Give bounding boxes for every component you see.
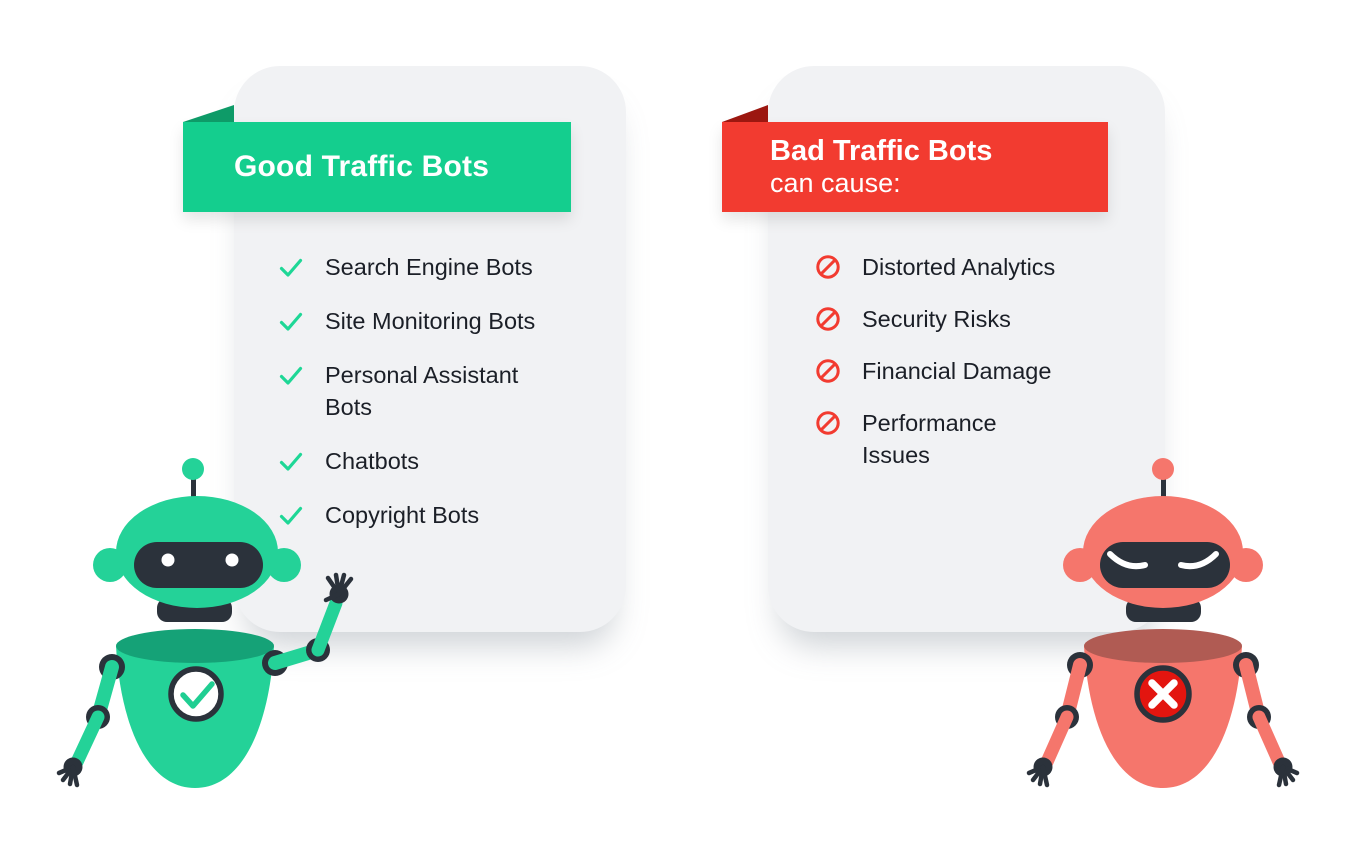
list-item-label: Financial Damage	[862, 358, 1052, 384]
good-bots-list: Search Engine Bots Site Monitoring Bots …	[278, 251, 535, 531]
list-item: Site Monitoring Bots	[278, 305, 535, 337]
robot-eye	[161, 553, 175, 567]
list-item-label: Chatbots	[325, 448, 420, 474]
list-item-label: Security Risks	[862, 306, 1011, 332]
good-bots-title: Good Traffic Bots	[234, 150, 490, 183]
robot-visor	[1100, 542, 1230, 588]
bad-bots-title-sub: can cause:	[770, 168, 901, 198]
bad-bots-ribbon: Bad Traffic Bots can cause:	[722, 105, 1108, 212]
list-item-label: Search Engine Bots	[325, 254, 533, 280]
list-item-label: Site Monitoring Bots	[325, 308, 536, 334]
good-bots-card: Good Traffic Bots Search Engine Bots Sit…	[183, 66, 626, 632]
no-entry-icon	[816, 255, 840, 279]
check-icon	[279, 258, 303, 277]
list-item-label: Copyright Bots	[325, 502, 480, 528]
robot-angry-eye	[1178, 551, 1219, 570]
good-bots-ribbon: Good Traffic Bots	[183, 105, 571, 212]
bad-bots-list: Distorted Analytics Security Risks Finan…	[815, 251, 1055, 471]
robot-hand	[1273, 757, 1300, 788]
robot-hand	[1026, 757, 1053, 788]
no-entry-icon	[816, 359, 840, 383]
ribbon-fold	[183, 105, 234, 122]
list-item: Personal Assistant Bots	[278, 359, 535, 423]
robot-visor	[134, 542, 263, 588]
no-entry-icon	[816, 411, 840, 435]
antenna	[1161, 474, 1166, 504]
list-item: Copyright Bots	[278, 499, 535, 531]
good-robot-illustration	[56, 458, 354, 788]
no-entry-icon	[816, 307, 840, 331]
check-icon	[279, 366, 303, 385]
check-icon	[279, 506, 303, 525]
ribbon-fold	[722, 105, 768, 122]
checkmark-badge-icon	[168, 666, 224, 722]
robot-waving-hand	[323, 572, 354, 604]
check-icon	[279, 452, 303, 471]
list-item: Search Engine Bots	[278, 251, 535, 283]
bad-bots-title-bold: Bad Traffic Bots	[770, 135, 993, 167]
bad-bots-title: Bad Traffic Bots can cause:	[722, 122, 1108, 198]
robot-angry-eye	[1107, 551, 1148, 570]
list-item: Financial Damage	[815, 355, 1055, 387]
list-item-label: Distorted Analytics	[862, 254, 1056, 280]
list-item-label: Performance Issues	[862, 410, 997, 468]
robot-hand	[56, 757, 83, 788]
bad-robot-illustration	[1026, 458, 1300, 788]
robot-eye	[225, 553, 239, 567]
check-icon	[279, 312, 303, 331]
list-item: Distorted Analytics	[815, 251, 1055, 283]
list-item: Chatbots	[278, 445, 535, 477]
antenna	[191, 474, 196, 504]
x-badge-icon	[1134, 665, 1192, 723]
list-item: Security Risks	[815, 303, 1055, 335]
list-item-label: Personal Assistant Bots	[325, 362, 519, 420]
list-item: Performance Issues	[815, 407, 1055, 471]
